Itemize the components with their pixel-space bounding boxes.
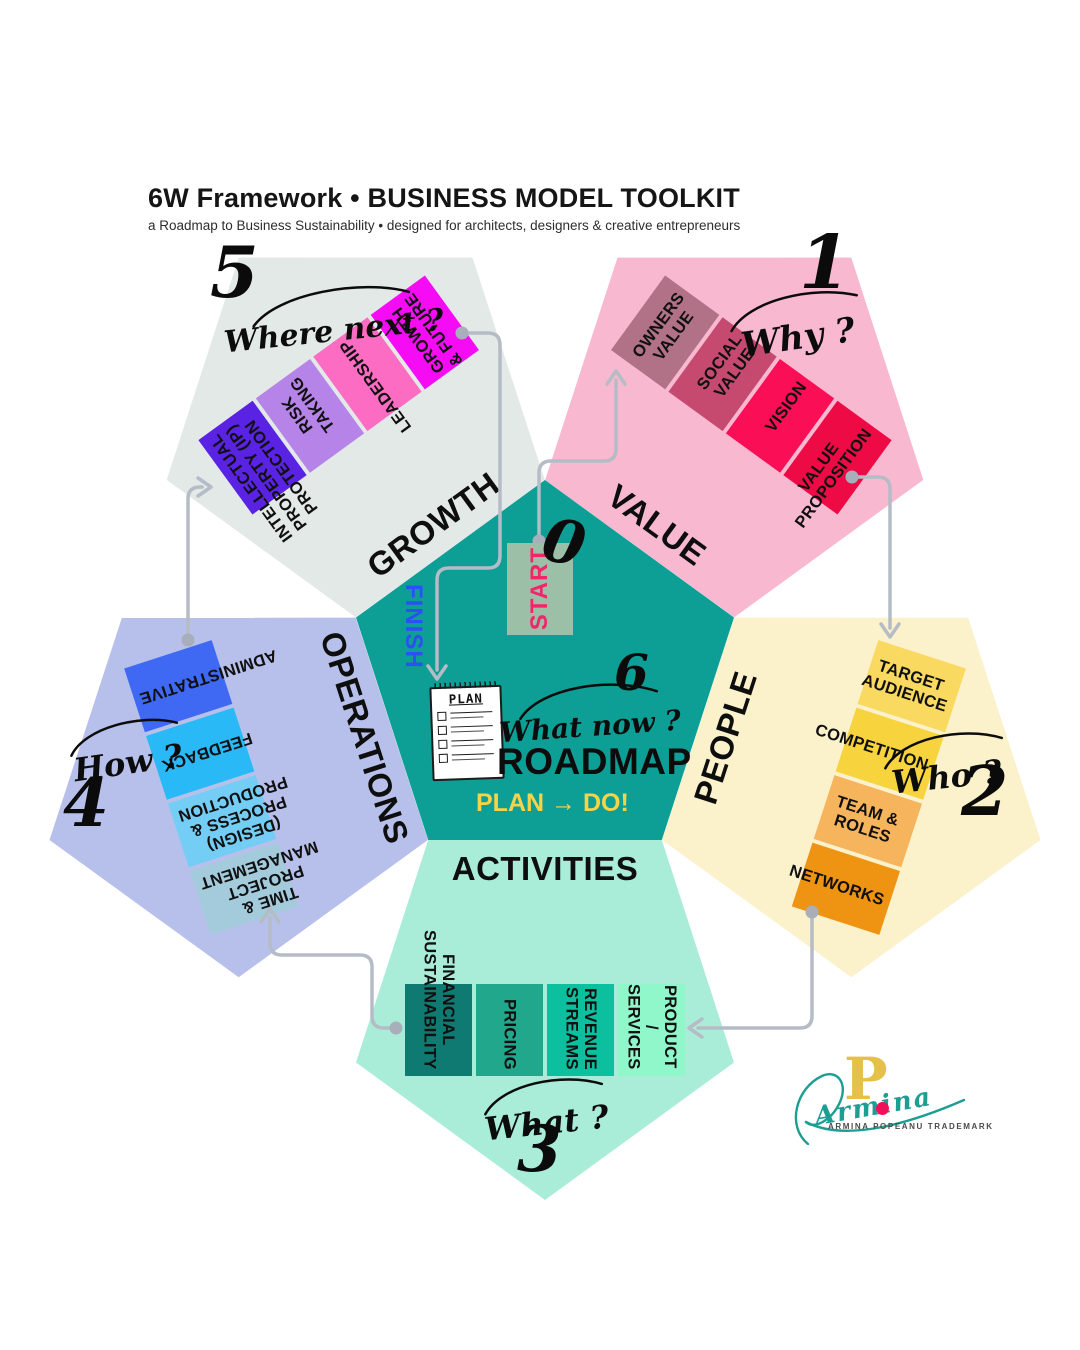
roadmap-label: ROADMAP xyxy=(497,741,692,782)
brand-logo: P Armina ARMINA POPEANU TRADEMARK xyxy=(792,1045,992,1156)
todo-row xyxy=(437,724,496,736)
block-pricing: PRICING xyxy=(476,984,543,1076)
swoosh-icon xyxy=(484,1078,604,1116)
page-subtitle: a Roadmap to Business Sustainability • d… xyxy=(148,218,741,233)
logo-flourish-icon xyxy=(794,1073,966,1146)
number-2: 2 xyxy=(961,752,1009,832)
swoosh-icon xyxy=(252,285,411,328)
question-where-next: Where next ? xyxy=(219,271,445,360)
number-4: 4 xyxy=(63,764,109,842)
checkbox-icon xyxy=(437,725,448,736)
petal-activities-blocks: FINANCIAL SUSTAINABILITY PRICING REVENUE… xyxy=(405,930,685,1076)
finish-label: FINISH xyxy=(400,584,427,669)
header: 6W Framework • BUSINESS MODEL TOOLKIT a … xyxy=(148,183,908,233)
block-product-services: PRODUCT / SERVICES xyxy=(618,984,685,1076)
todo-row xyxy=(438,738,496,750)
checkbox-icon xyxy=(438,753,449,763)
checkbox-icon xyxy=(438,739,448,750)
number-5: 5 xyxy=(210,231,259,314)
notepad-title: PLAN xyxy=(448,690,484,707)
petal-activities-label: ACTIVITIES xyxy=(451,850,639,887)
todo-row xyxy=(438,752,497,763)
todo-row xyxy=(437,710,495,722)
swoosh-icon xyxy=(730,291,858,333)
question-why: Why ? xyxy=(722,279,870,368)
plan-notepad-icon: PLAN xyxy=(429,684,505,782)
number-3: 3 xyxy=(517,1112,562,1187)
block-revenue-streams: REVENUE STREAMS xyxy=(547,984,614,1076)
plan-do-label: PLAN → DO! xyxy=(476,789,629,817)
number-1: 1 xyxy=(799,220,851,306)
swoosh-icon xyxy=(884,732,1004,770)
page-title: 6W Framework • BUSINESS MODEL TOOLKIT xyxy=(148,183,740,213)
swoosh-icon xyxy=(519,683,659,721)
logo-monogram: P xyxy=(844,1045,888,1113)
block-financial-sustainability: FINANCIAL SUSTAINABILITY xyxy=(405,930,472,1076)
question-what-now: What now ? xyxy=(496,672,682,749)
start-box: START xyxy=(507,543,573,635)
question-what: What ? xyxy=(477,1067,613,1148)
question-how: How ? xyxy=(62,708,190,790)
question-who: Who ? xyxy=(877,721,1013,802)
swoosh-icon xyxy=(70,718,179,757)
logo-dot-icon xyxy=(876,1102,889,1115)
checkbox-icon xyxy=(437,711,447,722)
number-6: 6 xyxy=(614,643,649,702)
logo-trademark: ARMINA POPEANU TRADEMARK xyxy=(828,1122,994,1131)
